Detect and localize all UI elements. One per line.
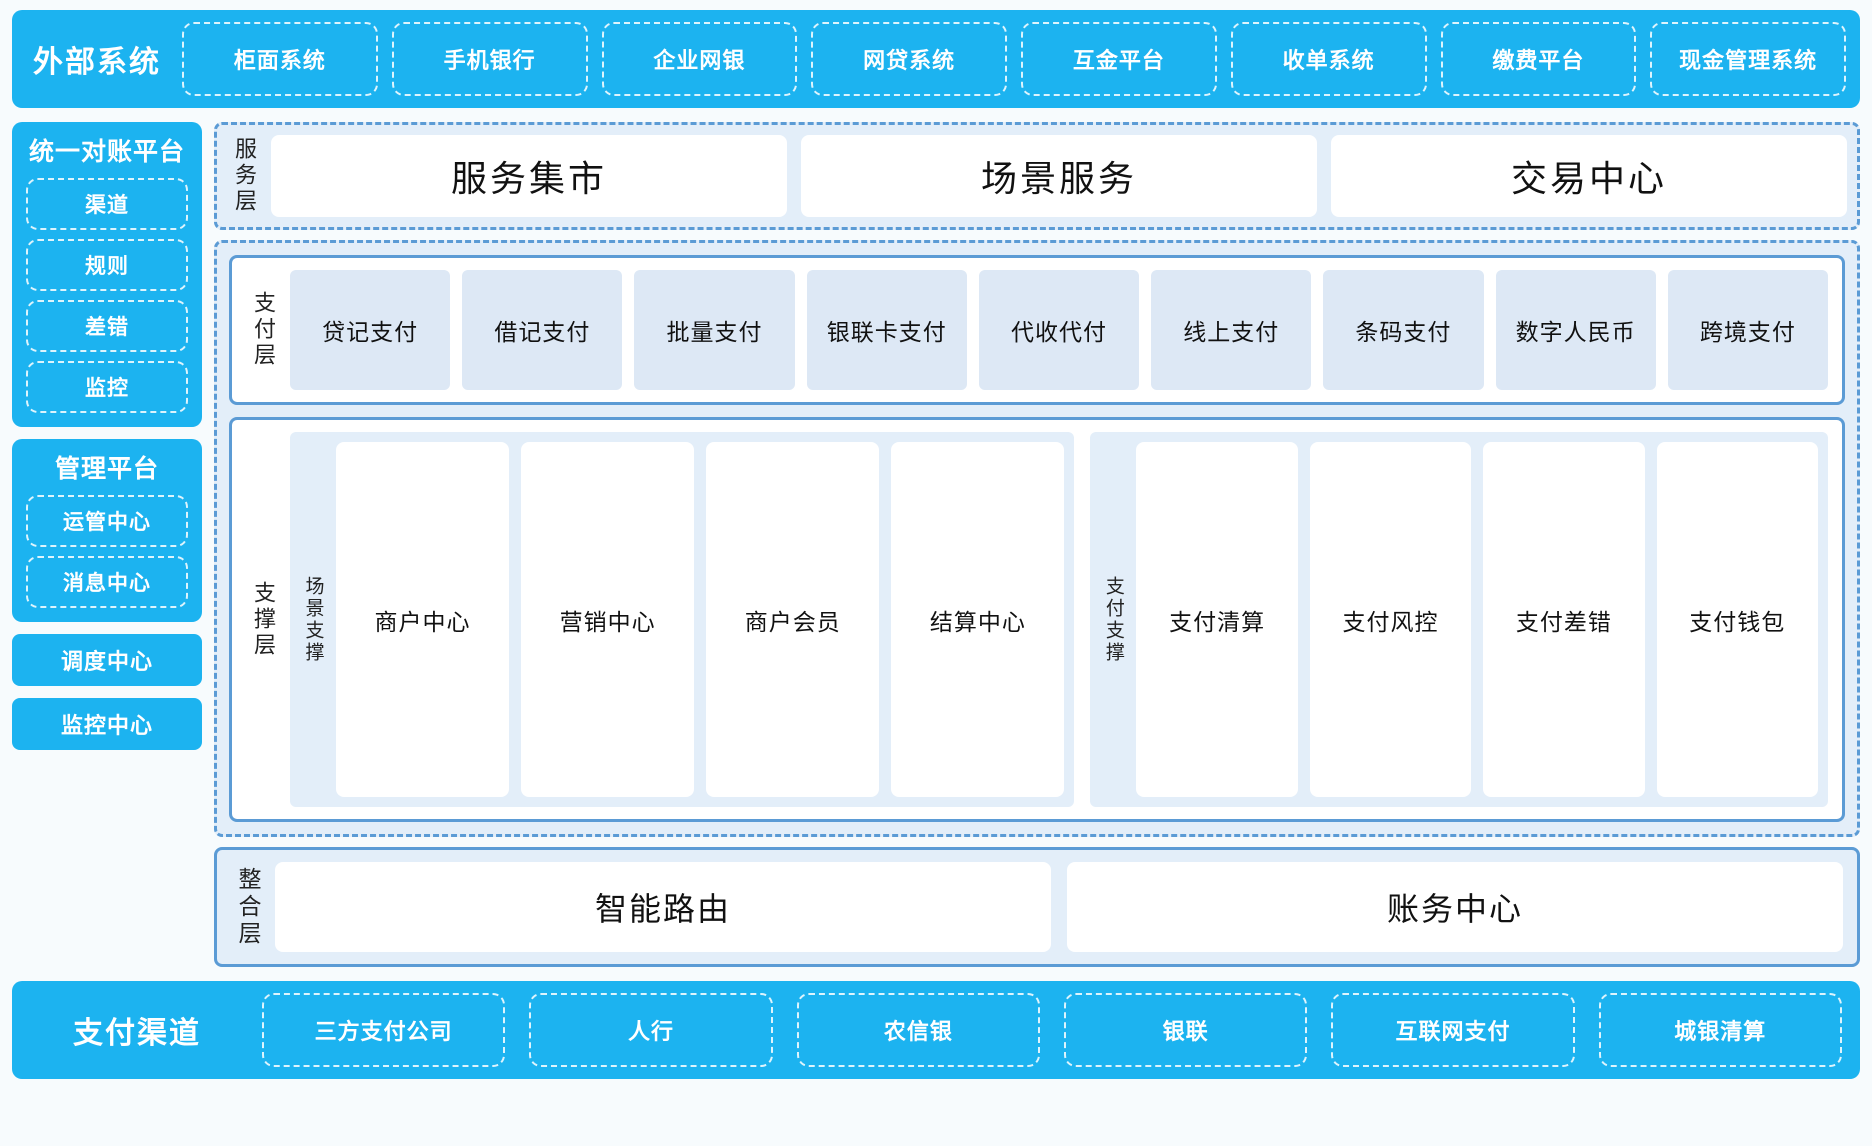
support-card-settlement-center[interactable]: 结算中心 (891, 442, 1065, 797)
reconciliation-platform-title: 统一对账平台 (28, 138, 185, 166)
scene-support-cards: 商户中心 营销中心 商户会员 结算中心 (336, 442, 1065, 797)
scene-support-label: 场景支撑 (302, 575, 324, 664)
integration-card-smart-routing[interactable]: 智能路由 (275, 862, 1051, 952)
integration-layer-label: 整合层 (235, 866, 261, 948)
payment-card-collection-payment[interactable]: 代收代付 (978, 270, 1140, 390)
payment-card-unionpay[interactable]: 银联卡支付 (806, 270, 967, 390)
support-layer-label: 支撑层 (251, 580, 276, 659)
payment-card-online[interactable]: 线上支付 (1151, 270, 1312, 390)
payment-channel-item[interactable]: 互联网支付 (1331, 993, 1575, 1067)
payment-card-credit[interactable]: 贷记支付 (290, 270, 451, 390)
reconciliation-item-monitor[interactable]: 监控 (26, 361, 188, 413)
management-platform-title: 管理平台 (54, 455, 159, 483)
payment-channel-title: 支付渠道 (73, 1017, 201, 1050)
payment-layer-group: 支付层 贷记支付 借记支付 批量支付 银联卡支付 代收代付 线上支付 条码支付 … (229, 255, 1845, 405)
core-layers-group: 支付层 贷记支付 借记支付 批量支付 银联卡支付 代收代付 线上支付 条码支付 … (214, 240, 1860, 837)
service-card-transaction-center[interactable]: 交易中心 (1331, 135, 1847, 217)
payment-channel-item[interactable]: 农信银 (796, 993, 1040, 1067)
payment-card-barcode[interactable]: 条码支付 (1323, 270, 1484, 390)
support-layer-subgroups: 场景支撑 商户中心 营销中心 商户会员 结算中心 支付支撑 (290, 432, 1828, 807)
support-card-payment-wallet[interactable]: 支付钱包 (1656, 442, 1818, 797)
external-system-item[interactable]: 互金平台 (1021, 22, 1217, 96)
external-system-item[interactable]: 柜面系统 (182, 22, 378, 96)
management-item-message-center[interactable]: 消息中心 (26, 556, 188, 608)
support-card-merchant-center[interactable]: 商户中心 (336, 442, 510, 797)
external-system-item[interactable]: 现金管理系统 (1650, 22, 1846, 96)
payment-channel-list: 三方支付公司 人行 农信银 银联 互联网支付 城银清算 (262, 993, 1842, 1067)
payment-card-debit[interactable]: 借记支付 (462, 270, 623, 390)
scheduling-center-block[interactable]: 调度中心 (12, 634, 202, 686)
external-systems-list: 柜面系统 手机银行 企业网银 网贷系统 互金平台 收单系统 缴费平台 现金管理系… (182, 22, 1846, 96)
middle-area: 统一对账平台 渠道 规则 差错 监控 管理平台 运管中心 消息中心 调度中心 监… (12, 122, 1860, 967)
payment-card-batch[interactable]: 批量支付 (634, 270, 795, 390)
payment-channel-bar: 支付渠道 三方支付公司 人行 农信银 银联 互联网支付 城银清算 (12, 981, 1860, 1079)
external-system-item[interactable]: 收单系统 (1230, 22, 1427, 96)
left-rail: 统一对账平台 渠道 规则 差错 监控 管理平台 运管中心 消息中心 调度中心 监… (12, 122, 202, 967)
service-layer-group: 服务层 服务集市 场景服务 交易中心 (214, 122, 1860, 230)
integration-layer-group: 整合层 智能路由 账务中心 (214, 847, 1860, 967)
support-card-payment-clearing[interactable]: 支付清算 (1136, 442, 1298, 797)
payment-card-cross-border[interactable]: 跨境支付 (1667, 270, 1828, 390)
payment-channel-item[interactable]: 三方支付公司 (262, 993, 506, 1067)
payment-support-label: 支付支撑 (1102, 575, 1124, 664)
support-layer-group: 支撑层 场景支撑 商户中心 营销中心 商户会员 结算中心 (229, 417, 1845, 822)
payment-layer-label: 支付层 (251, 291, 276, 369)
external-system-item[interactable]: 缴费平台 (1440, 22, 1637, 96)
external-systems-bar: 外部系统 柜面系统 手机银行 企业网银 网贷系统 互金平台 收单系统 缴费平台 … (12, 10, 1860, 108)
external-systems-title: 外部系统 (33, 46, 161, 79)
reconciliation-platform-block: 统一对账平台 渠道 规则 差错 监控 (12, 122, 202, 427)
service-card-market[interactable]: 服务集市 (271, 135, 787, 217)
payment-channel-item[interactable]: 人行 (529, 993, 773, 1067)
integration-layer-cards: 智能路由 账务中心 (275, 862, 1843, 952)
support-card-payment-risk[interactable]: 支付风控 (1309, 442, 1472, 797)
support-card-merchant-member[interactable]: 商户会员 (706, 442, 880, 797)
scene-support-subgroup: 场景支撑 商户中心 营销中心 商户会员 结算中心 (290, 432, 1075, 807)
reconciliation-item-rule[interactable]: 规则 (26, 239, 188, 291)
integration-card-accounting-center[interactable]: 账务中心 (1067, 862, 1843, 952)
reconciliation-item-error[interactable]: 差错 (26, 300, 188, 352)
payment-layer-cards: 贷记支付 借记支付 批量支付 银联卡支付 代收代付 线上支付 条码支付 数字人民… (290, 270, 1828, 390)
payment-support-subgroup: 支付支撑 支付清算 支付风控 支付差错 支付钱包 (1090, 432, 1828, 807)
management-item-operations-center[interactable]: 运管中心 (26, 495, 188, 547)
external-system-item[interactable]: 手机银行 (391, 22, 588, 96)
payment-channel-item[interactable]: 银联 (1063, 993, 1308, 1067)
reconciliation-item-channel[interactable]: 渠道 (26, 178, 188, 230)
management-platform-block: 管理平台 运管中心 消息中心 (12, 439, 202, 622)
payment-card-digital-rmb[interactable]: 数字人民币 (1495, 270, 1656, 390)
service-layer-label: 服务层 (232, 137, 257, 215)
external-system-item[interactable]: 网贷系统 (811, 22, 1007, 96)
support-card-marketing-center[interactable]: 营销中心 (521, 442, 695, 797)
monitoring-center-block[interactable]: 监控中心 (12, 698, 202, 750)
service-layer-cards: 服务集市 场景服务 交易中心 (271, 135, 1847, 217)
payment-channel-item[interactable]: 城银清算 (1598, 993, 1842, 1067)
external-system-item[interactable]: 企业网银 (601, 22, 798, 96)
service-card-scene[interactable]: 场景服务 (801, 135, 1317, 217)
support-card-payment-error[interactable]: 支付差错 (1483, 442, 1645, 797)
payment-support-cards: 支付清算 支付风控 支付差错 支付钱包 (1136, 442, 1818, 797)
layer-stack: 服务层 服务集市 场景服务 交易中心 支付层 贷记支付 借记支付 (214, 122, 1860, 967)
